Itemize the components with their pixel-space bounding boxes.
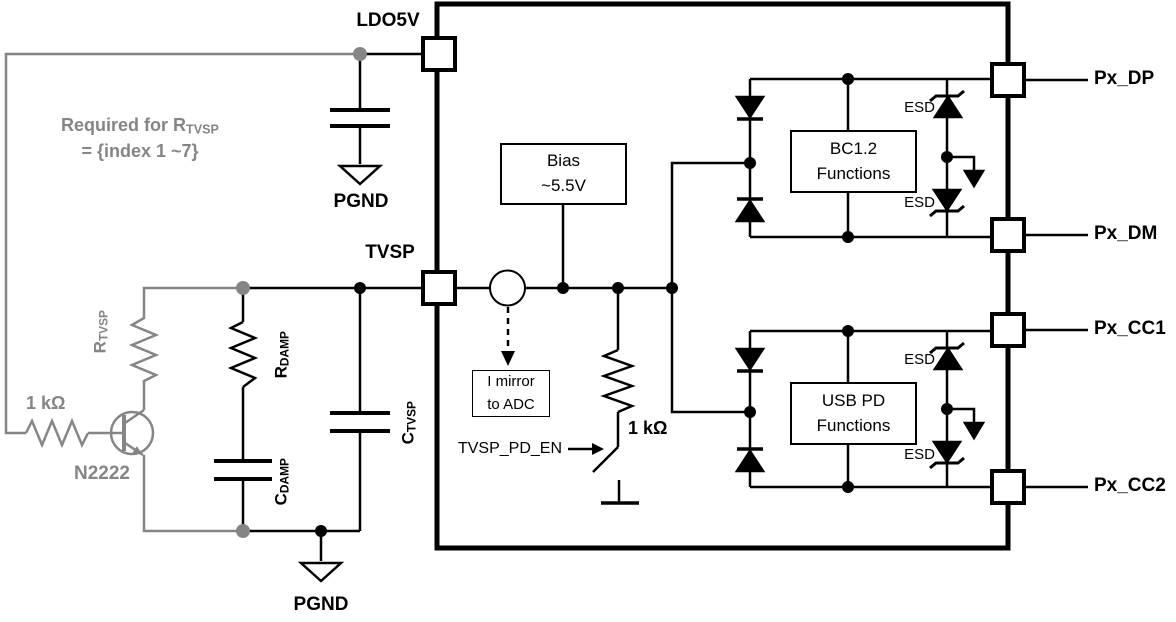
usbpd-esd-top-zener-bar [929, 341, 965, 355]
pgnd-top-ground-icon [336, 164, 384, 186]
pulldown-enable-label: TVSP_PD_EN [457, 440, 562, 457]
tvsp-pin-icon [421, 270, 457, 306]
usbpd-line1: USB PD [821, 390, 886, 410]
note-line1: Required for RTVSP [61, 115, 219, 137]
pgnd-bottom-label: PGND [293, 594, 349, 615]
px-cc2-pin-icon [990, 469, 1026, 505]
bc12-esd-gnd-arrowhead [962, 169, 986, 189]
bias-line2: ~5.5V [541, 176, 586, 195]
pulldown-resistor-icon [600, 348, 636, 414]
tvsp-pin-label: TVSP [365, 242, 415, 263]
current-mirror-block: I mirror to ADC [472, 370, 550, 417]
ic-pins [421, 36, 1026, 505]
esd-label-usbpd-top: ESD [904, 351, 935, 368]
imirror-line2: to ADC [487, 395, 535, 413]
bc12-esd-bottom-diode-icon [931, 188, 963, 213]
r-tvsp-resistor-icon [128, 286, 243, 410]
usbpd-diode-top-icon [734, 347, 766, 372]
pgnd-top-label: PGND [333, 191, 389, 212]
bc12-esd-gnd-arrow-wire [947, 155, 976, 171]
gray-wire-ldo5v-loop [4, 52, 360, 435]
px-dm-pin-icon [990, 217, 1026, 253]
pulldown-resistor-value-label: 1 kΩ [628, 418, 668, 438]
c-tvsp-label: CTVSP [398, 401, 419, 445]
bc12-diode-bottom-icon [734, 198, 766, 223]
i-mirror-arrowhead [501, 351, 515, 366]
usbpd-diode-bottom-icon [734, 448, 766, 473]
ic-outline [434, 1, 1011, 551]
pgnd-bottom-ground-icon [297, 561, 345, 583]
ldo5v-pin-icon [421, 36, 457, 72]
pulldown-switch-blade [592, 446, 619, 473]
usbpd-esd-gnd-arrowhead [962, 421, 986, 441]
r-tvsp-label: RTVSP [90, 310, 111, 354]
px-dm-label: Px_DM [1094, 223, 1158, 244]
px-cc1-pin-icon [990, 312, 1026, 348]
transistor-part-label: N2222 [74, 463, 130, 484]
usbpd-esd-top-diode-icon [932, 346, 964, 371]
external-black-circuit [214, 52, 423, 583]
esd-label-bc12-top: ESD [904, 99, 935, 116]
usbpd-esd-bottom-diode-icon [931, 440, 963, 465]
c-damp-label: CDAMP [271, 458, 292, 506]
bc12-block: BC1.2 Functions [790, 130, 917, 193]
current-sense-circle-icon [489, 269, 526, 307]
bias-line1: Bias [546, 151, 581, 171]
usbpd-esd-gnd-arrow-wire [947, 407, 976, 423]
imirror-line1: I mirror [487, 373, 535, 390]
px-dp-label: Px_DP [1094, 68, 1155, 89]
base-resistor-1k-icon [24, 417, 90, 449]
bias-block: Bias ~5.5V [500, 143, 627, 205]
npn-transistor-icon [109, 410, 155, 456]
bc12-diode-top-icon [734, 95, 766, 120]
bc12-line2: Functions [816, 163, 891, 183]
bc12-line1: BC1.2 [829, 138, 878, 158]
usbpd-line2: Functions [816, 415, 891, 435]
r-damp-resistor-icon [227, 320, 259, 388]
px-dp-pin-icon [990, 62, 1026, 98]
esd-label-bc12-bottom: ESD [904, 194, 935, 211]
emitter-branch-wire [142, 455, 243, 533]
branch-to-bc12 [670, 161, 750, 288]
r-damp-label: RDAMP [271, 331, 292, 379]
bc12-esd-top-zener-bar [929, 89, 965, 103]
base-resistor-value-label: 1 kΩ [26, 393, 66, 413]
bc12-esd-top-diode-icon [932, 94, 964, 119]
gray-optional-circuit [4, 52, 360, 533]
esd-label-usbpd-bottom: ESD [904, 446, 935, 463]
px-cc2-label: Px_CC2 [1094, 475, 1166, 496]
branch-to-usbpd [670, 288, 750, 414]
gray-junction-dots [236, 47, 367, 538]
pd-en-arrowhead [592, 443, 604, 455]
usbpd-block: USB PD Functions [790, 382, 917, 445]
px-cc1-label: Px_CC1 [1094, 318, 1166, 339]
transistor-collector [124, 408, 145, 425]
ldo5v-pin-label: LDO5V [356, 10, 420, 31]
junction-dots [315, 73, 953, 537]
emitter-arrowhead [132, 446, 143, 455]
note-line2: = {index 1 ~7} [81, 141, 199, 161]
